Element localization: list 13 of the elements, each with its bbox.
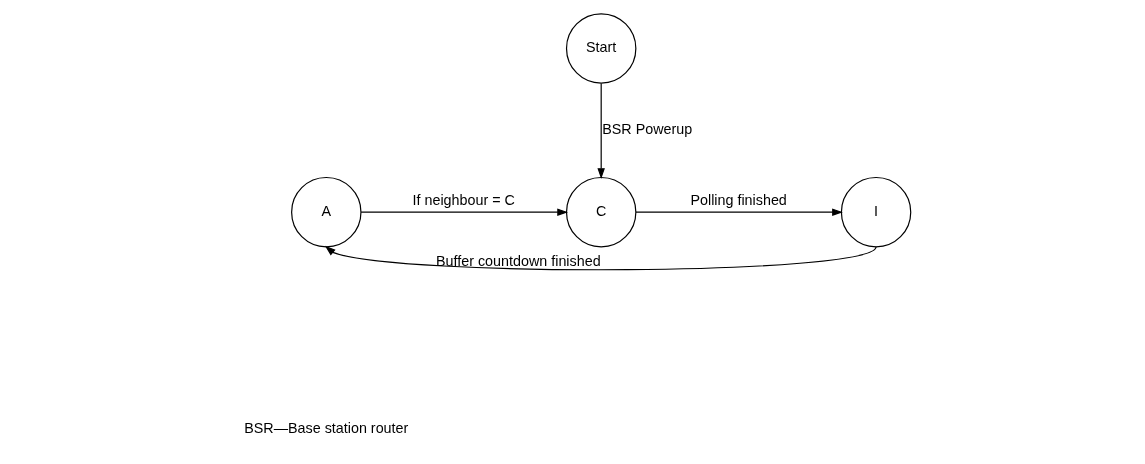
edge-label: If neighbour = C: [412, 191, 515, 208]
edge-label: Polling finished: [690, 191, 787, 208]
node-circle: I: [840, 176, 912, 247]
node-circle: A: [291, 176, 362, 247]
label: BSR—Base station router: [244, 419, 409, 436]
edge-label: Buffer countdown finished: [436, 252, 601, 269]
arrow: [324, 245, 877, 270]
node-circle: Start: [565, 12, 637, 84]
arrow: [360, 207, 569, 216]
arrow: [597, 82, 605, 179]
arrow: [635, 207, 843, 216]
edge-label: BSR Powerup: [602, 120, 693, 137]
node-circle: C: [565, 176, 637, 247]
